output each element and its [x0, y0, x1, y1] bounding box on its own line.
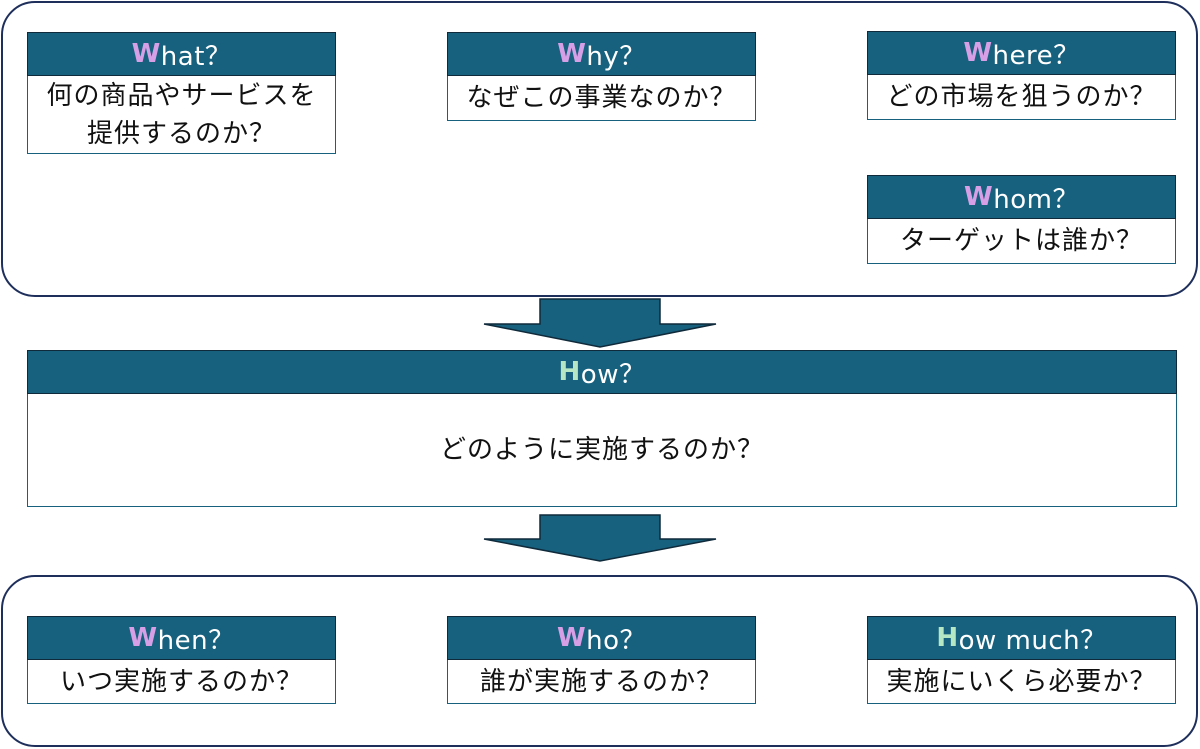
- how-title: ow？: [580, 359, 646, 390]
- whom-title: hom？: [993, 184, 1079, 215]
- what-title: hat？: [160, 41, 232, 72]
- why-title: hy？: [586, 41, 646, 72]
- why-initial: W: [557, 39, 587, 69]
- how-much-body: 実施にいくら必要か？: [867, 660, 1176, 704]
- when-text: いつ実施するのか？: [59, 666, 303, 697]
- why-body: なぜこの事業なのか？: [447, 76, 756, 121]
- how-much-initial: H: [936, 623, 959, 653]
- where-body: どの市場を狙うのか？: [867, 75, 1176, 120]
- how-much-text: 実施にいくら必要か？: [886, 666, 1157, 697]
- down-arrow-2: [483, 514, 717, 562]
- when-body: いつ実施するのか？: [27, 660, 336, 704]
- when-title: hen？: [157, 625, 235, 656]
- where-title: here？: [992, 40, 1080, 71]
- what-initial: W: [131, 39, 161, 69]
- who-title: ho？: [586, 625, 647, 656]
- how-initial: H: [558, 357, 581, 387]
- what-text-line-2: 提供するのか？: [86, 118, 276, 149]
- down-arrow-1: [483, 298, 717, 348]
- whom-body: ターゲットは誰か？: [867, 219, 1176, 264]
- how-text: どのように実施するのか？: [439, 435, 764, 465]
- where-initial: W: [963, 38, 993, 68]
- who-body: 誰が実施するのか？: [447, 660, 756, 704]
- what-text-line-1: 何の商品やサービスを: [46, 80, 317, 111]
- whom-initial: W: [964, 182, 994, 212]
- who-initial: W: [556, 623, 587, 653]
- when-initial: W: [128, 623, 158, 653]
- where-text: どの市場を狙うのか？: [886, 82, 1157, 112]
- whom-text: ターゲットは誰か？: [899, 226, 1143, 256]
- what-body: 何の商品やサービスを 提供するのか？: [27, 76, 336, 154]
- how-body: どのように実施するのか？: [27, 394, 1177, 507]
- why-text: なぜこの事業なのか？: [466, 83, 737, 113]
- how-much-title: ow much？: [958, 625, 1107, 656]
- who-text: 誰が実施するのか？: [479, 666, 723, 697]
